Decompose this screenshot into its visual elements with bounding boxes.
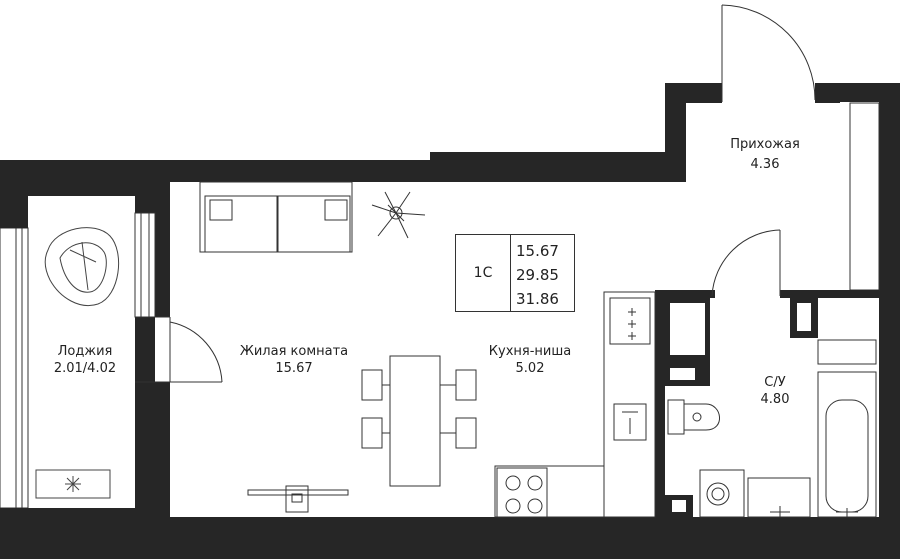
apartment-summary: 1С 15.67 29.85 31.86 xyxy=(455,234,575,312)
bathroom-area: 4.80 xyxy=(761,392,790,407)
plant-icon xyxy=(371,191,426,239)
living-room-name: Жилая комната xyxy=(240,344,348,359)
hallway-area: 4.36 xyxy=(751,157,780,172)
kitchen-counter xyxy=(494,291,656,518)
loggia-window xyxy=(0,227,29,520)
living-room-area: 15.67 xyxy=(275,361,312,376)
loggia-heater xyxy=(35,469,111,499)
washing-machine xyxy=(699,469,745,518)
bathtub xyxy=(817,339,877,518)
kitchen-name: Кухня-ниша xyxy=(489,344,571,359)
balcony-door xyxy=(135,316,223,383)
bathroom-door xyxy=(711,229,781,297)
room-window xyxy=(134,212,156,318)
tv-unit xyxy=(247,485,349,513)
sofa xyxy=(199,181,353,253)
dining-table xyxy=(361,355,477,487)
loggia-area: 2.01/4.02 xyxy=(54,361,116,376)
loggia-chair xyxy=(44,227,120,306)
bathroom-sink xyxy=(747,477,811,518)
hallway-name: Прихожая xyxy=(730,137,800,152)
toilet xyxy=(667,399,720,435)
total-area-value: 29.85 xyxy=(516,266,559,284)
area-list: 15.67 29.85 31.86 xyxy=(516,239,559,311)
total-with-loggia-value: 31.86 xyxy=(516,290,559,308)
kitchen-area: 5.02 xyxy=(516,361,545,376)
living-area-value: 15.67 xyxy=(516,242,559,260)
bathroom-name: С/У xyxy=(764,375,785,390)
apartment-type: 1С xyxy=(456,235,511,311)
outer-walls xyxy=(0,83,900,559)
entrance-door xyxy=(721,0,816,103)
loggia-name: Лоджия xyxy=(58,344,113,359)
